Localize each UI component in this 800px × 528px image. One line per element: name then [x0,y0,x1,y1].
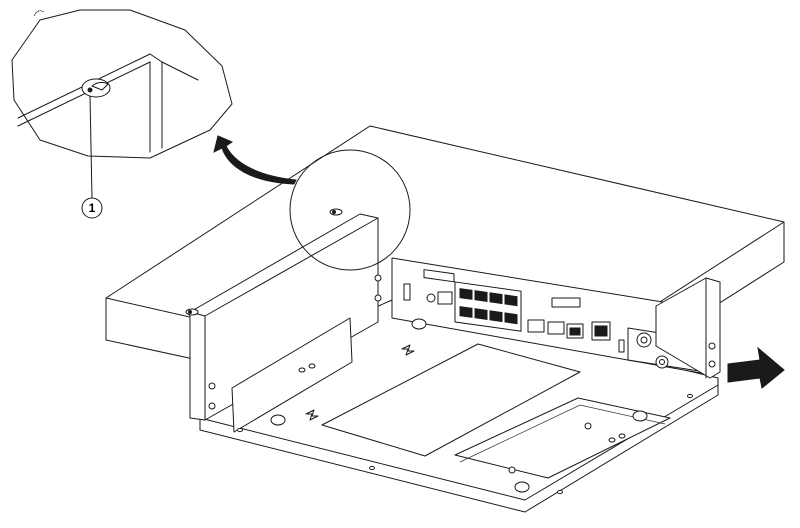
left-bracket-cutout [231,317,353,433]
ethernet-port-8 [504,312,518,325]
left-keyhole-rear [329,208,343,216]
ethernet-port-7 [489,310,503,323]
detail-pointer-arrow [213,135,297,185]
device-access-panel [321,343,581,457]
detail-inset [11,9,233,199]
callout-leader-1 [89,95,93,199]
console-port [527,319,545,333]
detail-inset-tab [33,10,45,17]
detail-inset-outline [11,9,233,159]
slide-direction-arrow [727,346,785,389]
left-mounting-bracket [185,208,382,433]
ground-screw [426,293,436,303]
ethernet-port-6 [474,308,488,321]
power-connector [437,291,453,305]
ethernet-port-4 [504,294,518,307]
ethernet-port-block [454,281,522,332]
ethernet-port-1 [459,288,473,300]
ethernet-port-5 [459,306,473,318]
router-device [185,208,721,513]
callout-1-circle [81,197,103,219]
info-mark-1 [584,422,592,430]
reset-button [618,339,625,353]
aux-port [547,321,565,335]
info-mark-2 [508,466,516,474]
bottom-plate-fasteners [237,318,693,495]
ground-symbol-2 [305,409,319,421]
ethernet-port-2 [474,290,488,303]
device-recessed-panel [454,397,671,479]
detail-focus-circle [289,149,411,271]
right-mounting-bracket [655,277,721,379]
callout-1: 1 [81,197,103,219]
detail-bracket-inner [17,61,151,127]
usb-slot [403,283,411,301]
callout-1-label: 1 [89,201,96,215]
sfp-port-socket [594,325,608,337]
status-label [551,297,581,308]
right-arrow-icon [727,346,785,389]
left-keyhole-front [185,308,199,316]
curved-arrow-icon [213,135,297,185]
ethernet-port-3 [489,292,503,305]
ground-symbol-1 [401,344,415,356]
label-slot [423,269,455,283]
detail-keyhole [81,78,111,98]
wan-port-socket [569,327,581,336]
left-bracket-plate [189,213,379,421]
